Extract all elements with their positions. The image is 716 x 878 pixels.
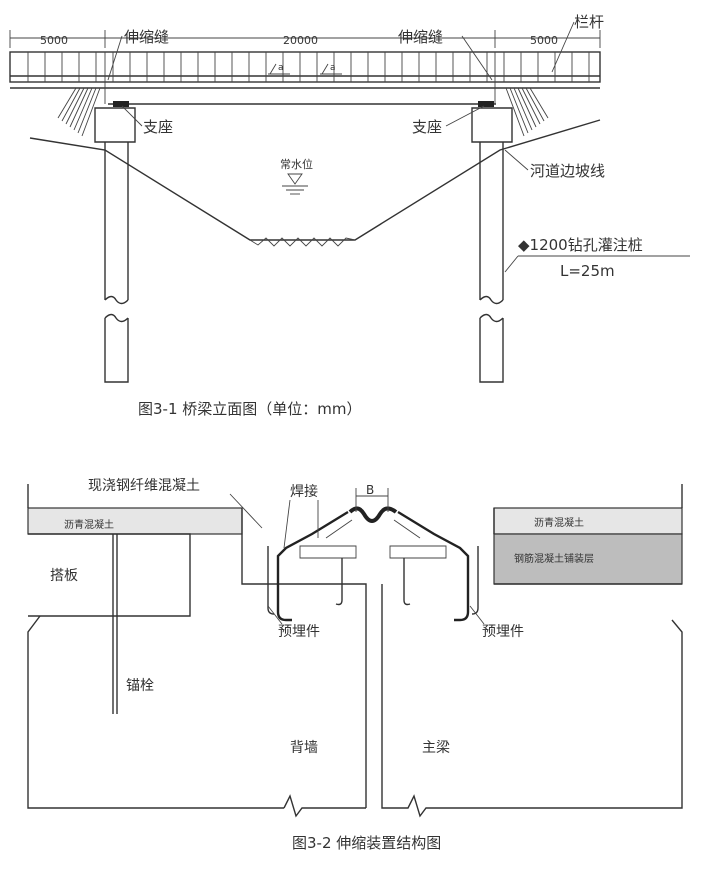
- river-slope-line: [29, 119, 601, 241]
- slope-marker-icon: [268, 63, 290, 75]
- hatch-line: [513, 87, 533, 131]
- label-deck-layer: 钢筋混凝土铺装层: [514, 552, 594, 565]
- asphalt-layer-right: [493, 507, 683, 535]
- label-embedded-part-left: 预埋件: [278, 624, 320, 640]
- figure-bridge-elevation: 5000 20000 5000: [9, 13, 690, 418]
- dimension-left: 5000: [40, 34, 68, 47]
- slope-marker-a-2: a: [330, 63, 336, 73]
- hatch-line: [517, 87, 537, 128]
- pile-cap-left: [94, 107, 136, 143]
- hatch-line: [65, 87, 85, 125]
- label-expansion-joint-left: 伸缩缝: [124, 28, 169, 46]
- leader-line: [504, 149, 529, 171]
- break-symbol-left: [283, 794, 366, 818]
- pile-left-break-lower: [104, 313, 129, 323]
- anchor-bar-right: [471, 546, 479, 615]
- slope-marker-icon: [320, 63, 342, 75]
- embedded-steel-left: [276, 510, 349, 622]
- bearing-left: [113, 101, 129, 107]
- label-railing: 栏杆: [574, 13, 604, 31]
- asphalt-layer-left: [27, 507, 243, 535]
- figure-expansion-joint: B 现浇钢纤维混凝土 焊接 沥青混凝土 沥青混凝土 钢筋混凝土铺装层 搭板 预埋…: [27, 478, 683, 852]
- hatch-line: [529, 87, 549, 119]
- leader-line: [267, 605, 283, 625]
- leader-line: [107, 35, 123, 81]
- label-gap-b: B: [366, 483, 374, 497]
- backwall-outline: [241, 534, 367, 808]
- label-embedded-part-right: 预埋件: [482, 624, 524, 640]
- abutment-hatching-left: [57, 87, 101, 137]
- main-girder-outline: [381, 584, 683, 818]
- water-level-label: 常水位: [280, 157, 313, 171]
- label-weld: 焊接: [290, 483, 318, 500]
- hatch-line: [505, 87, 525, 137]
- hatch-line: [81, 87, 101, 137]
- label-bearing-left: 支座: [143, 118, 173, 136]
- pile-cap-right: [471, 107, 513, 143]
- hatch-line: [73, 87, 93, 131]
- leader-line: [283, 499, 291, 549]
- pile-left-lower: [104, 318, 129, 383]
- bearing-right: [478, 101, 494, 107]
- hatch-line: [509, 87, 529, 134]
- steel-plate-left: [299, 519, 357, 559]
- leader-line: [551, 21, 575, 73]
- hatch-line: [61, 87, 81, 122]
- hatch-line: [77, 87, 97, 134]
- pile-right-lower: [479, 318, 504, 383]
- label-backwall: 背墙: [290, 740, 318, 756]
- anchor-bar-left: [267, 546, 275, 615]
- railing-posts: [27, 52, 590, 82]
- leader-line: [445, 105, 485, 127]
- dimension-middle: 20000: [283, 34, 318, 47]
- label-approach-slab: 搭板: [50, 568, 78, 584]
- label-asphalt-right: 沥青混凝土: [534, 516, 584, 529]
- leader-line: [121, 105, 143, 127]
- river-bed: [249, 237, 356, 247]
- pile-right-break-lower: [479, 313, 504, 323]
- label-river-slope-line: 河道边坡线: [530, 162, 605, 180]
- embedded-steel-right: [397, 510, 470, 622]
- label-bored-pile: ◆1200钻孔灌注桩: [518, 236, 643, 254]
- railing: [9, 51, 601, 83]
- hatch-line: [521, 87, 541, 125]
- pile-right-upper: [479, 142, 504, 300]
- hook-bar-left: [335, 558, 343, 606]
- joint-edge: [241, 508, 495, 534]
- label-bearing-right: 支座: [412, 118, 442, 136]
- backwall-outline: [27, 615, 284, 809]
- abutment-hatching-right: [505, 87, 549, 137]
- leader-line: [504, 255, 519, 273]
- caption-figure-3-2: 图3-2 伸缩装置结构图: [292, 834, 441, 852]
- dimension-right: 5000: [530, 34, 558, 47]
- rubber-seal: [348, 506, 398, 523]
- label-steel-fiber-concrete: 现浇钢纤维混凝土: [88, 478, 200, 494]
- label-asphalt-left: 沥青混凝土: [64, 518, 114, 531]
- pile-left-upper: [104, 142, 129, 300]
- leader-line: [469, 605, 485, 625]
- caption-figure-3-1: 图3-1 桥梁立面图（单位：mm）: [138, 400, 362, 418]
- slope-marker-a-1: a: [278, 63, 284, 73]
- pile-right-break: [479, 295, 504, 305]
- steel-plate-right: [389, 519, 447, 559]
- hatch-line: [525, 87, 545, 122]
- label-expansion-joint-right: 伸缩缝: [398, 28, 443, 46]
- hatch-line: [69, 87, 89, 128]
- label-anchor-bolt: 锚栓: [126, 678, 154, 694]
- approach-slab: [28, 533, 191, 617]
- hook-bar-right: [403, 558, 411, 606]
- label-pile-length: L=25m: [560, 262, 615, 280]
- water-level-icon: [287, 173, 303, 185]
- leader-line: [461, 35, 493, 81]
- leader-line: [229, 493, 263, 529]
- hatch-line: [57, 87, 77, 119]
- label-main-girder: 主梁: [422, 740, 450, 756]
- pile-left-break: [104, 295, 129, 305]
